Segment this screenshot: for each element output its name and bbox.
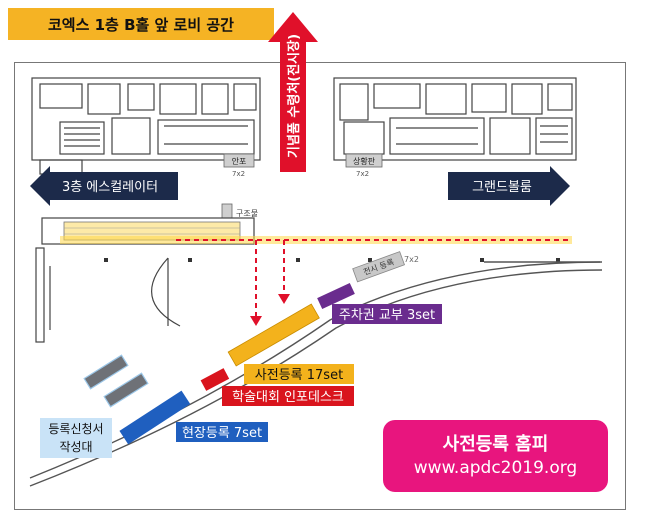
info-label: 학술대회 인포데스크 — [232, 390, 344, 405]
left-building — [31, 77, 261, 175]
shop-tag: 상황판 — [353, 156, 376, 166]
title-text: 코엑스 1층 B홀 앞 로비 공간 — [48, 15, 234, 34]
pre-registration-info-box[interactable]: 사전등록 홈피 www.apdc2019.org — [383, 420, 608, 492]
pre-reg-label-box — [244, 364, 354, 384]
form-table-2 — [103, 372, 149, 408]
route-arrowhead-left — [250, 316, 262, 326]
onsite-label: 현장등록 7set — [182, 426, 262, 441]
columns — [104, 258, 560, 262]
form-label-box — [40, 418, 112, 458]
up-arrow-label: 기념품 수령처(전시장) — [286, 34, 302, 158]
info-label-box — [222, 386, 354, 406]
dim-label-right: 7x2 — [356, 170, 369, 178]
info-box-url[interactable]: www.apdc2019.org — [413, 458, 578, 478]
curved-wall-inner — [29, 269, 603, 487]
title-banner: 코엑스 1층 B홀 앞 로비 공간 — [8, 8, 274, 40]
onsite-registration-desk — [119, 390, 191, 445]
parking-desk — [317, 282, 355, 310]
parking-label-box — [332, 304, 442, 324]
up-arrow — [268, 12, 318, 172]
exhibit-registration: 전시 등록 — [352, 251, 405, 283]
info-tag: 안포 — [232, 156, 247, 166]
left-arrow — [30, 166, 178, 206]
pre-registration-desk — [227, 303, 320, 367]
route-arrowhead-right — [278, 294, 290, 304]
structure-tag: 구조물 — [236, 209, 258, 218]
form-table-1 — [83, 354, 129, 390]
form-label-line1: 등록신청서 — [48, 422, 103, 436]
right-arrow-label: 그랜드볼룸 — [472, 180, 532, 195]
left-arrow-label: 3층 에스컬레이터 — [62, 180, 158, 195]
info-tag-box — [223, 153, 255, 168]
left-wall — [35, 247, 181, 343]
onsite-label-box — [176, 422, 268, 442]
right-building — [333, 77, 577, 161]
info-desk — [200, 368, 230, 391]
right-arrow — [448, 166, 570, 206]
floor-frame — [14, 62, 626, 510]
parking-label: 주차권 교부 3set — [339, 308, 435, 323]
shop-tag-box — [345, 153, 383, 168]
pre-reg-label: 사전등록 17set — [255, 368, 343, 383]
form-label-line2: 작성대 — [59, 440, 92, 454]
dim-label-top: 7x2 — [404, 255, 419, 264]
dim-label-left: 7x2 — [232, 170, 245, 178]
info-box-title: 사전등록 홈피 — [442, 434, 549, 455]
